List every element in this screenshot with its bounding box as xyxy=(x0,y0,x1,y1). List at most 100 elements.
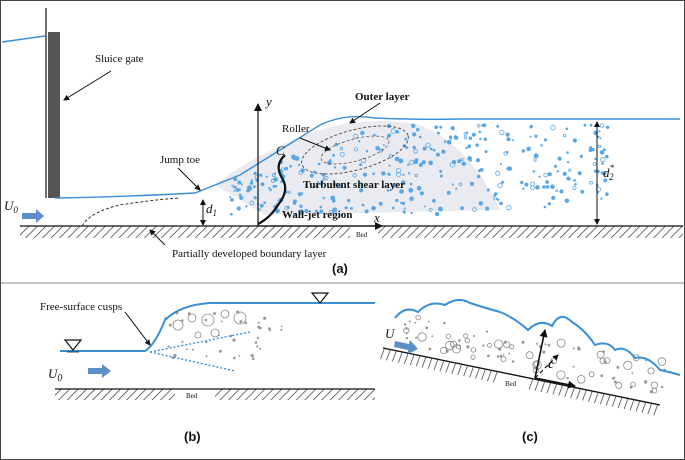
bubble xyxy=(573,179,576,182)
bubble xyxy=(371,205,376,211)
bubble xyxy=(230,198,234,202)
bubble xyxy=(472,207,477,212)
bubble xyxy=(305,184,307,187)
bubble xyxy=(359,182,364,187)
bubble xyxy=(401,180,406,185)
bubble xyxy=(263,316,267,320)
bubble xyxy=(599,137,602,140)
bubble xyxy=(521,340,525,344)
label-d1: d1 xyxy=(206,201,217,218)
bubble xyxy=(428,207,433,212)
bubble xyxy=(333,166,337,169)
bubble xyxy=(594,157,597,161)
bubble xyxy=(167,345,170,348)
label-c-c: c xyxy=(548,356,554,371)
bubble xyxy=(505,150,509,154)
label-u-c: U xyxy=(385,326,396,341)
bubble xyxy=(332,153,335,157)
boundary-layer-curve xyxy=(81,197,181,227)
bubble xyxy=(253,196,257,200)
bubble xyxy=(284,205,289,211)
bubble xyxy=(615,381,623,389)
bubble xyxy=(470,354,476,360)
bubble xyxy=(599,150,605,155)
bubble xyxy=(273,177,278,182)
bubble xyxy=(477,123,481,128)
bubble xyxy=(499,129,505,136)
label-boundary-layer: Partially developed boundary layer xyxy=(172,248,327,260)
bubble xyxy=(263,201,266,204)
roller-ellipse xyxy=(301,125,409,175)
bubble xyxy=(365,150,369,153)
bubble xyxy=(238,193,242,197)
bubble xyxy=(600,156,606,163)
bubble xyxy=(511,139,514,142)
bubble xyxy=(487,354,490,358)
lower-shear-line-b xyxy=(149,351,236,372)
bubble xyxy=(538,175,541,178)
bed-hatch-right xyxy=(378,226,683,238)
bubble xyxy=(247,185,252,191)
bubble xyxy=(415,336,418,339)
bubble xyxy=(469,159,472,162)
bubble xyxy=(235,188,240,192)
label-panel-a: (a) xyxy=(332,261,348,276)
bubble xyxy=(505,132,510,137)
bubble xyxy=(522,187,525,190)
bubble xyxy=(395,171,401,177)
bubble xyxy=(568,168,572,172)
bubble xyxy=(319,209,324,214)
bubble xyxy=(467,144,472,149)
bubble xyxy=(487,342,492,348)
bubble xyxy=(412,145,416,150)
bubble xyxy=(332,199,336,203)
bubble xyxy=(440,346,448,355)
bubble xyxy=(237,311,240,314)
bubble xyxy=(572,347,575,350)
bubble xyxy=(556,170,559,173)
bubble xyxy=(470,347,477,353)
bubble xyxy=(542,185,546,189)
bubble xyxy=(419,191,424,196)
bubble xyxy=(239,195,244,200)
bubble xyxy=(559,189,564,194)
bubble-field-a xyxy=(229,123,610,217)
bubble xyxy=(565,127,569,131)
bubble xyxy=(339,146,343,151)
label-roller: Roller xyxy=(282,123,310,135)
bubble xyxy=(616,365,620,369)
bubble xyxy=(500,356,507,363)
bubble xyxy=(259,203,264,208)
bubble xyxy=(434,211,440,217)
bubble xyxy=(603,178,608,183)
wavy-surface-c xyxy=(394,299,681,376)
bubble xyxy=(599,123,605,128)
bubble xyxy=(401,201,406,206)
label-c-a: C xyxy=(276,143,285,158)
bubble xyxy=(458,182,463,187)
bubble xyxy=(192,348,194,351)
bubble xyxy=(563,133,567,138)
bubble xyxy=(446,139,452,145)
bubble xyxy=(256,336,260,340)
bubble xyxy=(509,344,515,350)
bubble xyxy=(289,165,293,168)
bubble xyxy=(596,350,605,359)
bubble xyxy=(545,185,550,189)
bubble xyxy=(572,365,575,368)
bubble xyxy=(479,137,482,141)
bubble xyxy=(644,380,648,384)
bubble xyxy=(187,312,191,316)
bubble xyxy=(598,130,601,133)
bubble xyxy=(413,149,419,154)
velocity-profile xyxy=(257,154,287,225)
bubble xyxy=(280,167,285,172)
sluice-gate-leader xyxy=(63,70,112,101)
bubble xyxy=(233,177,238,182)
bubble xyxy=(218,349,222,353)
bubble xyxy=(350,206,353,210)
bubble xyxy=(251,357,255,360)
bubble xyxy=(297,163,301,167)
bubble xyxy=(249,181,254,185)
bubble xyxy=(187,313,197,323)
